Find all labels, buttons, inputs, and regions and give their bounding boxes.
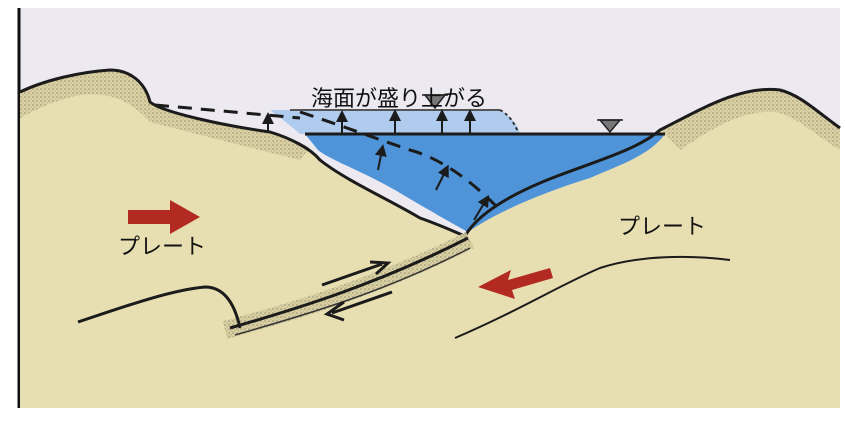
plate-right-line: [454, 255, 731, 339]
land-outline-left: [19, 68, 466, 238]
fault-line-lower: [234, 247, 471, 336]
fault-line: [229, 236, 469, 330]
plate-left-line: [77, 285, 242, 329]
coast-right-texture: [662, 89, 840, 150]
slip-arrow-icon: [331, 290, 393, 315]
plate-right-label: プレート: [618, 215, 706, 240]
uplift-arrows: [262, 109, 490, 221]
original-seafloor-dashed: [299, 110, 497, 207]
sea-rise-label: 海面が盛り上がる: [311, 87, 487, 112]
uplift-arrow-icon: [435, 164, 449, 191]
sea-basin: [305, 134, 665, 232]
coast-left-texture: [20, 70, 310, 160]
plate-motion-arrow-icon: [128, 200, 200, 234]
uplift-arrow-icon: [374, 144, 387, 171]
slip-arrows: [321, 260, 393, 322]
plate-motion-arrow-icon: [478, 268, 553, 299]
slip-arrow-icon: [321, 262, 383, 287]
raised-surface-edge: [499, 109, 519, 133]
uplift-arrow-icon: [473, 194, 490, 221]
land-outline-right: [463, 87, 841, 237]
original-coast-dashed: [154, 103, 301, 120]
plate-left-label: プレート: [118, 235, 206, 260]
